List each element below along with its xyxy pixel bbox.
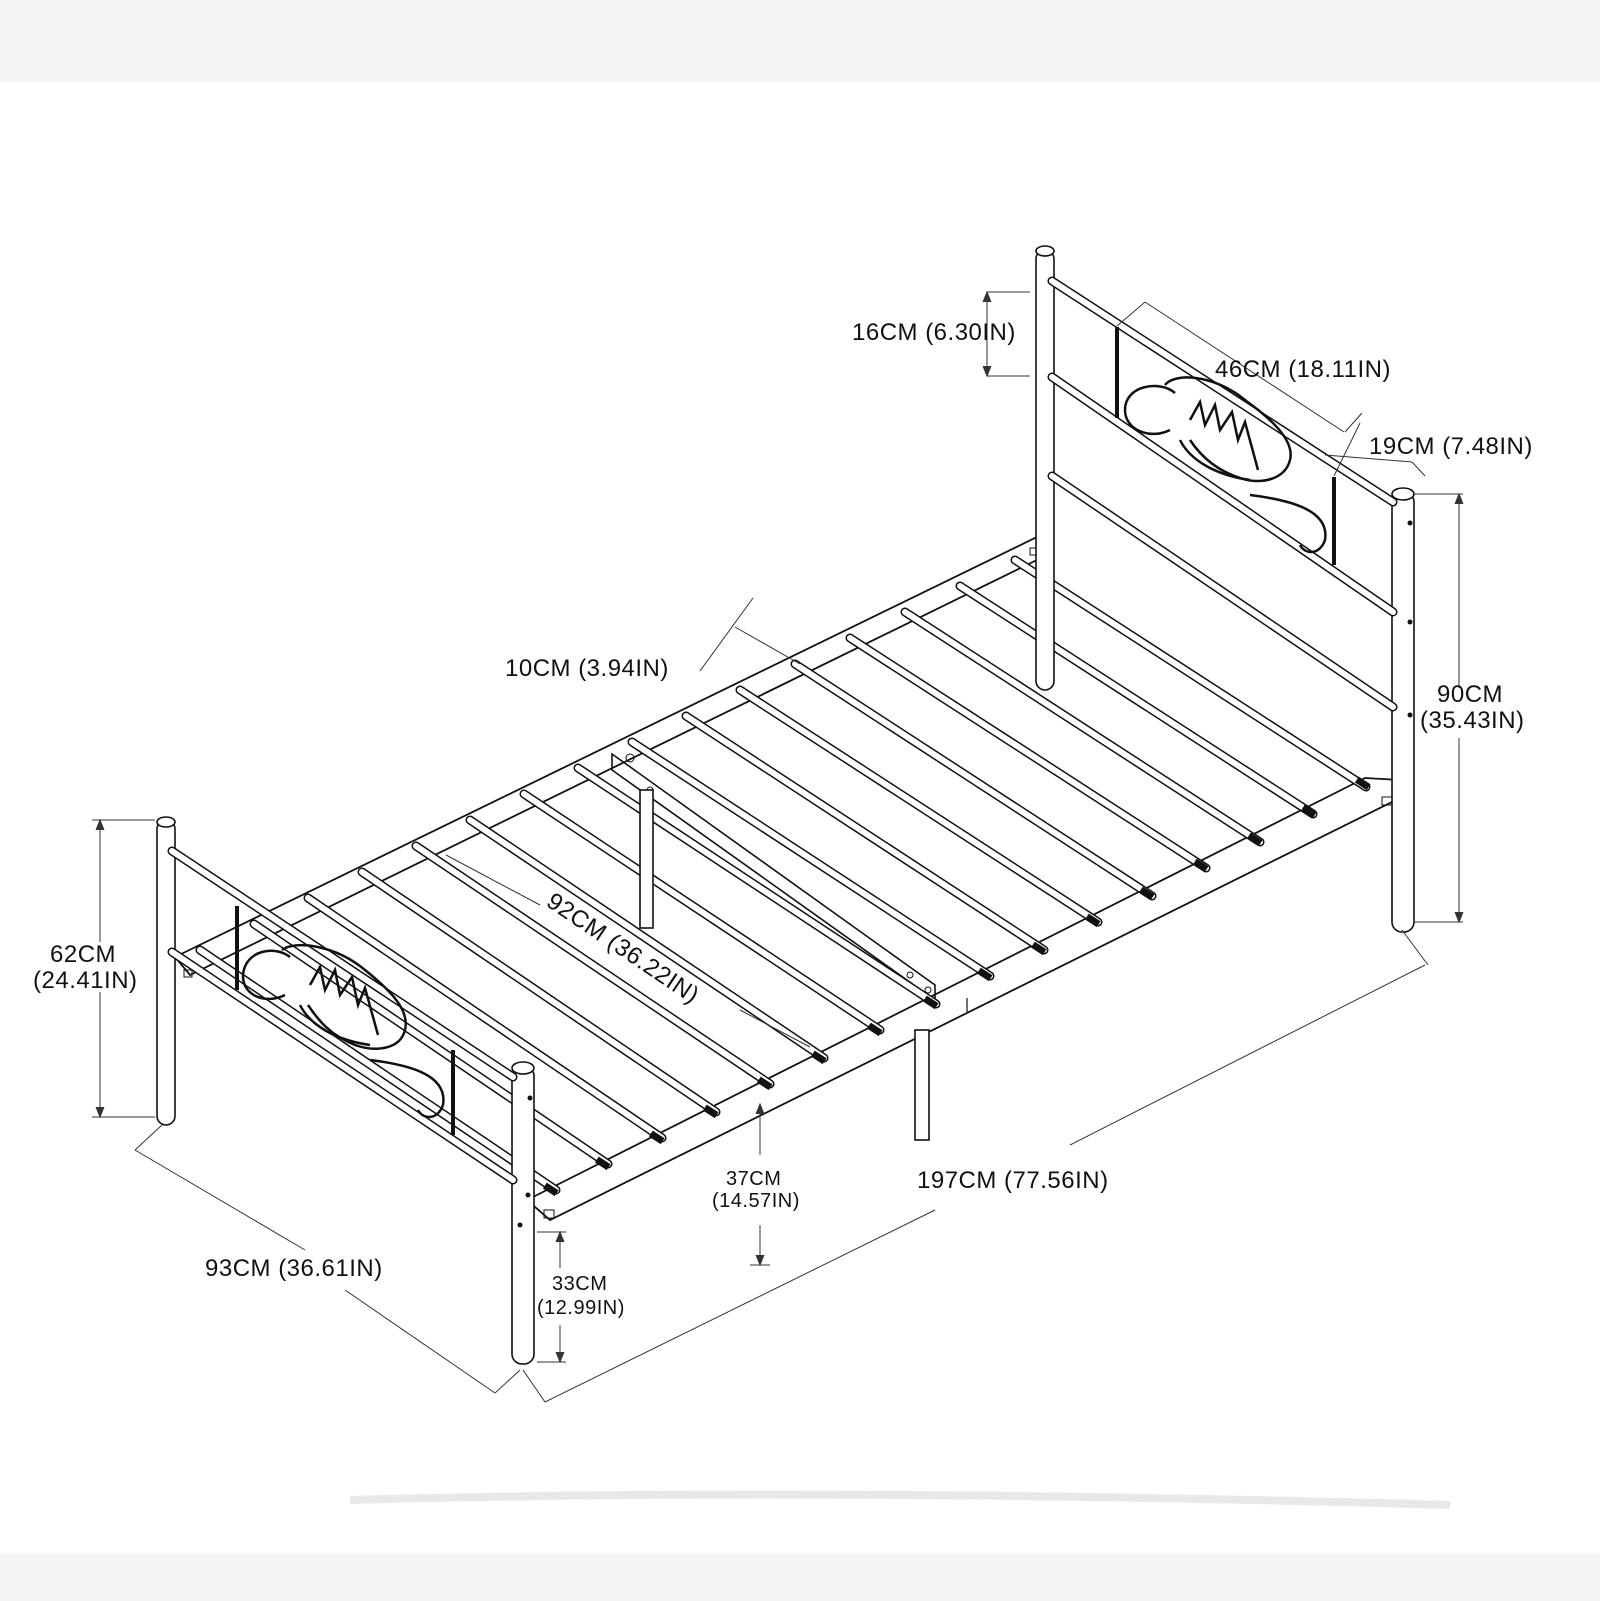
slat (519, 789, 885, 1037)
label-under-bed-clearance-in: (14.57IN) (712, 1190, 800, 1212)
label-side-rail-height-in: (12.99IN) (537, 1297, 625, 1319)
label-headboard-panel-height: 19CM (7.48IN) (1369, 433, 1533, 460)
floor-shadow (349, 1490, 1451, 1509)
slat (411, 841, 775, 1091)
slat (357, 867, 721, 1119)
slat (900, 607, 1265, 847)
label-headboard-height-cm: 90CM (1437, 681, 1503, 708)
front-side-rail (525, 777, 1401, 1222)
center-legs (639, 789, 930, 1141)
slat (465, 815, 829, 1065)
label-headboard-height-in: (35.43IN) (1420, 707, 1525, 734)
label-under-bed-clearance-cm: 37CM (726, 1168, 781, 1190)
slat (249, 919, 613, 1171)
label-headboard-gap: 16CM (6.30IN) (852, 319, 1016, 346)
dimension-labels: 16CM (6.30IN) 46CM (18.11IN) 19CM (7.48I… (33, 319, 1533, 1319)
label-headboard-panel-width: 46CM (18.11IN) (1215, 356, 1391, 383)
label-footboard-height-in: (24.41IN) (33, 967, 138, 994)
slat (627, 737, 995, 982)
slat (955, 581, 1318, 819)
bottom-band (0, 1553, 1600, 1601)
slats (195, 555, 1371, 1197)
label-side-rail-height-cm: 33CM (552, 1273, 607, 1295)
footboard (156, 816, 535, 1365)
slat (790, 659, 1157, 901)
label-overall-width: 93CM (36.61IN) (205, 1255, 383, 1282)
top-band (0, 0, 1600, 82)
slat (573, 763, 941, 1010)
label-overall-length: 197CM (77.56IN) (917, 1167, 1109, 1194)
slat (735, 685, 1103, 928)
headboard-scroll-ornament (1123, 376, 1327, 554)
label-footboard-height-cm: 62CM (50, 941, 116, 968)
slat (195, 945, 561, 1197)
dimension-lines (92, 290, 1464, 1403)
slat (845, 633, 1211, 873)
slat (1010, 555, 1371, 792)
headboard (1035, 245, 1415, 933)
label-slat-spacing: 10CM (3.94IN) (505, 655, 669, 682)
bed-frame (156, 245, 1415, 1365)
drawing-canvas (0, 82, 1600, 1553)
slat (681, 711, 1049, 956)
footboard-scroll-ornament (241, 943, 445, 1119)
slat (303, 893, 667, 1145)
